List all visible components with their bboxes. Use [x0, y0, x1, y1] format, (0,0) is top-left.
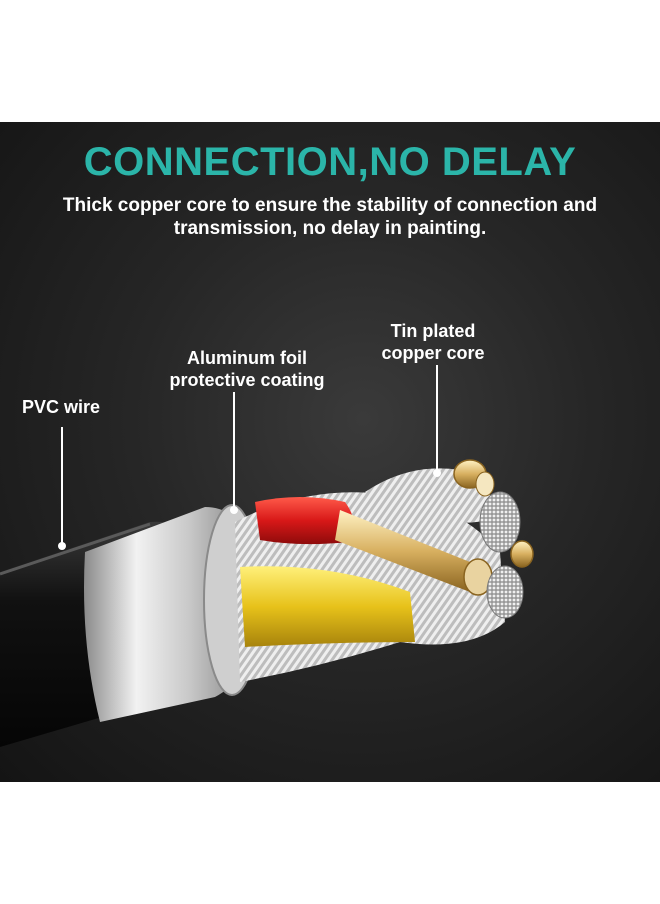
callout-tin-line2: copper core [381, 343, 485, 363]
description: Thick copper core to ensure the stabilit… [62, 195, 598, 239]
callout-pvc-text: PVC wire [22, 397, 101, 417]
headline: CONNECTION,NO DELAY [83, 140, 577, 184]
callout-foil-dot [230, 506, 238, 514]
callout-tin-plated-core: Tin plated copper core [368, 320, 498, 364]
callout-tin-dot [433, 469, 441, 477]
callout-tin-line1: Tin plated [390, 321, 476, 341]
copper-rod [335, 510, 470, 592]
callout-tin-leader [436, 365, 438, 473]
callout-foil-line1: Aluminum foil [187, 348, 307, 368]
callout-pvc-wire: PVC wire [22, 396, 100, 418]
callout-aluminum-foil: Aluminum foil protective coating [152, 347, 342, 391]
callout-foil-line2: protective coating [169, 370, 325, 390]
product-panel: CONNECTION,NO DELAY Thick copper core to… [0, 122, 660, 782]
callout-foil-leader [233, 392, 235, 510]
callout-pvc-leader [61, 427, 63, 545]
yellow-core [240, 566, 415, 647]
red-core [255, 497, 354, 545]
cable-cross-section-illustration [0, 459, 534, 747]
callout-pvc-dot [58, 542, 66, 550]
